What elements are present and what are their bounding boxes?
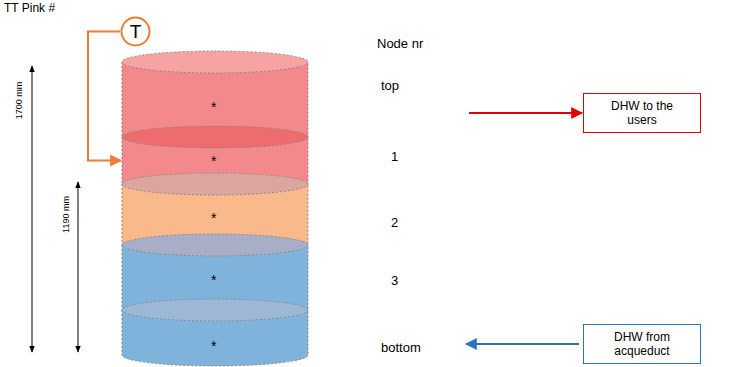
node-marker: *	[211, 211, 216, 225]
temperature-sensor: T	[120, 16, 151, 47]
process-box: DHW to the users	[583, 93, 701, 133]
box-label: DHW from acqueduct	[603, 330, 681, 358]
tank-band-top	[122, 299, 308, 321]
node-number: 2	[391, 215, 398, 230]
tank-band-top	[122, 51, 308, 73]
annotation-label: Node nr	[377, 36, 423, 51]
tank-node-band: * top	[122, 50, 465, 137]
tank-node-band: *1	[122, 137, 465, 184]
node-marker: *	[211, 154, 216, 168]
dimension-lines	[32, 66, 78, 352]
annotation-label: TT Pink #	[4, 1, 55, 15]
dimension-text: 1700 mm	[15, 81, 26, 119]
tank-node-band: *2	[122, 184, 465, 245]
dimension-text: 1190 mm	[60, 196, 71, 233]
box-label: DHW to the users	[603, 99, 681, 127]
process-box: DHW from acqueduct	[583, 324, 701, 364]
tank-node-band: *3	[122, 245, 465, 310]
tank-band-top	[122, 234, 308, 256]
node-marker: *	[211, 273, 216, 287]
tank-band-top	[122, 126, 308, 148]
node-number: 1	[391, 149, 398, 164]
sensor-letter: T	[130, 22, 142, 42]
node-number: top	[381, 78, 399, 93]
node-marker: *	[211, 339, 216, 353]
storage-tank	[122, 51, 308, 366]
node-number: 3	[391, 273, 398, 288]
flow-arrow	[466, 343, 579, 345]
flow-arrow	[469, 112, 582, 114]
node-number: bottom	[381, 340, 421, 355]
node-marker: *	[211, 100, 216, 114]
tank-band	[122, 62, 308, 148]
tank-band-top	[122, 173, 308, 195]
tank-node-band: * bottom	[122, 310, 465, 367]
flow-arrow	[88, 32, 121, 161]
tank-band	[122, 245, 308, 321]
